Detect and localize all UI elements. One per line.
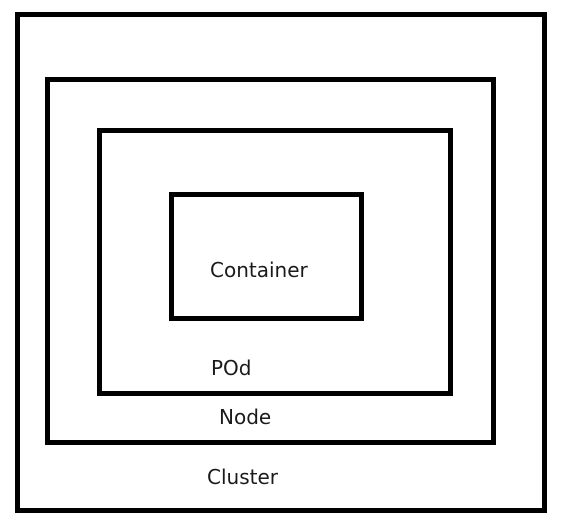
pod-box (97, 128, 453, 396)
node-box (45, 77, 496, 445)
node-label: Node (219, 405, 272, 429)
container-label: Container (210, 258, 308, 282)
container-box (169, 192, 364, 321)
pod-label: POd (211, 356, 252, 380)
cluster-label: Cluster (207, 465, 278, 489)
cluster-box (15, 12, 547, 513)
